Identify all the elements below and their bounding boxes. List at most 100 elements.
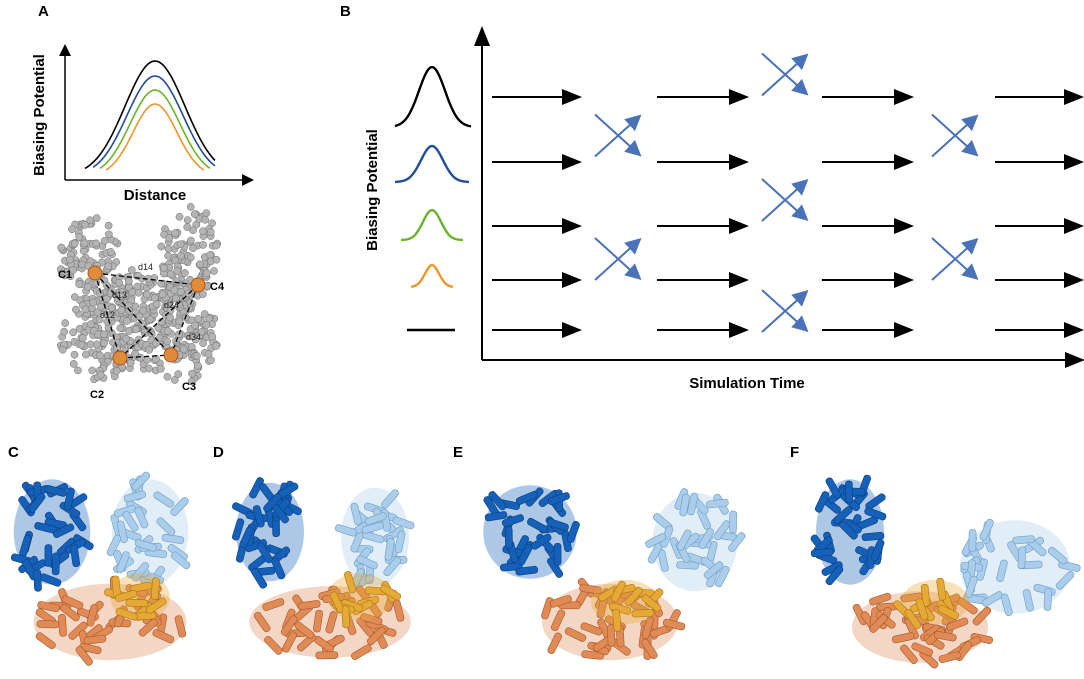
panel-a-bead-structure: C1 C2 C3 C4 d14 d13 d24 d12 d34 bbox=[56, 203, 225, 401]
bead bbox=[208, 332, 217, 341]
bead bbox=[131, 349, 139, 358]
bead bbox=[139, 306, 148, 315]
bead bbox=[104, 262, 113, 271]
bead bbox=[93, 340, 101, 349]
bead bbox=[88, 366, 97, 375]
bead bbox=[166, 313, 174, 322]
panel-a-curve-green bbox=[99, 89, 211, 170]
distance-line-d14 bbox=[94, 272, 199, 286]
bead bbox=[56, 265, 65, 274]
bead bbox=[170, 286, 179, 295]
bead bbox=[115, 278, 124, 287]
domain-gold bbox=[327, 571, 402, 629]
bead bbox=[96, 351, 104, 360]
centroid-atoms bbox=[87, 265, 206, 366]
panel-b-potential-legend bbox=[394, 66, 472, 332]
bead bbox=[128, 288, 137, 297]
centroid-c2 bbox=[112, 350, 128, 366]
bead bbox=[174, 370, 183, 378]
bead bbox=[164, 244, 173, 253]
protein-structures bbox=[10, 471, 1081, 669]
distance-label-d13: d13 bbox=[112, 290, 127, 300]
bead bbox=[70, 350, 79, 359]
protein-structure-c bbox=[10, 471, 191, 666]
bead bbox=[179, 345, 188, 354]
bead bbox=[61, 319, 70, 327]
panel-letter-f: F bbox=[790, 444, 800, 461]
exchange-mark-2 bbox=[761, 52, 809, 97]
bead bbox=[60, 327, 69, 336]
bead bbox=[132, 325, 140, 334]
atom-label-c2: C2 bbox=[90, 389, 104, 401]
distance-line-d34 bbox=[170, 284, 199, 356]
centroid-c4 bbox=[190, 277, 206, 293]
protein-structure-f bbox=[810, 474, 1081, 669]
panel-letter-b: B bbox=[340, 3, 351, 20]
panel-a-curve-black bbox=[84, 60, 216, 170]
bead bbox=[81, 305, 90, 314]
domain-gold bbox=[104, 573, 170, 621]
bead bbox=[197, 327, 206, 336]
bead bbox=[172, 277, 181, 285]
bead bbox=[80, 239, 89, 248]
bead bbox=[95, 315, 104, 324]
bead bbox=[104, 221, 113, 230]
bead bbox=[174, 300, 183, 309]
panel-b-xlabel: Simulation Time bbox=[689, 375, 805, 392]
domain-gold bbox=[591, 579, 664, 632]
bead bbox=[152, 354, 160, 363]
bead bbox=[164, 251, 172, 260]
bead bbox=[100, 339, 108, 347]
bead bbox=[202, 321, 211, 329]
bead bbox=[78, 334, 87, 342]
bead bbox=[157, 242, 166, 251]
legend-potential-orange bbox=[410, 264, 454, 288]
bead bbox=[69, 266, 77, 275]
bead bbox=[81, 220, 89, 229]
bead bbox=[152, 300, 161, 309]
bead bbox=[75, 233, 84, 241]
domain-dark-blue bbox=[10, 479, 94, 592]
panel-a-curves bbox=[84, 60, 216, 171]
bead bbox=[152, 339, 160, 348]
domain-dark-blue bbox=[483, 485, 580, 579]
bead bbox=[183, 223, 192, 231]
bead bbox=[145, 364, 153, 373]
bead bbox=[176, 287, 185, 296]
bead bbox=[186, 203, 195, 211]
bead bbox=[75, 280, 84, 288]
bead bbox=[165, 234, 174, 242]
bead bbox=[170, 376, 179, 384]
bead bbox=[163, 372, 172, 381]
distance-label-d34: d34 bbox=[186, 332, 201, 342]
bead bbox=[82, 350, 90, 359]
bead bbox=[204, 350, 213, 359]
domain-light-blue bbox=[959, 518, 1081, 616]
legend-potential-blue bbox=[394, 144, 470, 184]
panel-a-curve-blue bbox=[92, 75, 216, 169]
bead bbox=[166, 270, 175, 279]
domain-light-blue bbox=[334, 487, 415, 590]
domain-dark-blue bbox=[232, 477, 304, 589]
atom-label-c4: C4 bbox=[210, 281, 225, 293]
atom-label-c1: C1 bbox=[58, 269, 72, 281]
bead bbox=[86, 216, 94, 225]
distance-label-d12: d12 bbox=[100, 310, 115, 320]
domain-light-blue bbox=[645, 488, 746, 592]
bead bbox=[84, 282, 92, 291]
bead bbox=[106, 248, 115, 256]
bead bbox=[69, 328, 77, 337]
bead bbox=[175, 212, 184, 221]
bead bbox=[201, 215, 209, 224]
bead bbox=[187, 377, 196, 386]
panel-b-replica-arrows bbox=[492, 89, 1084, 338]
bead bbox=[100, 237, 109, 245]
bead bbox=[136, 353, 145, 362]
bead bbox=[202, 269, 211, 278]
atom-label-c3: C3 bbox=[182, 381, 196, 393]
legend-potential-black bbox=[394, 66, 472, 128]
bead bbox=[191, 321, 199, 330]
panel-b-exchange-diagram: Biasing Potential Simulation Time bbox=[364, 26, 1084, 392]
bead bbox=[57, 243, 66, 252]
bead bbox=[192, 351, 201, 360]
